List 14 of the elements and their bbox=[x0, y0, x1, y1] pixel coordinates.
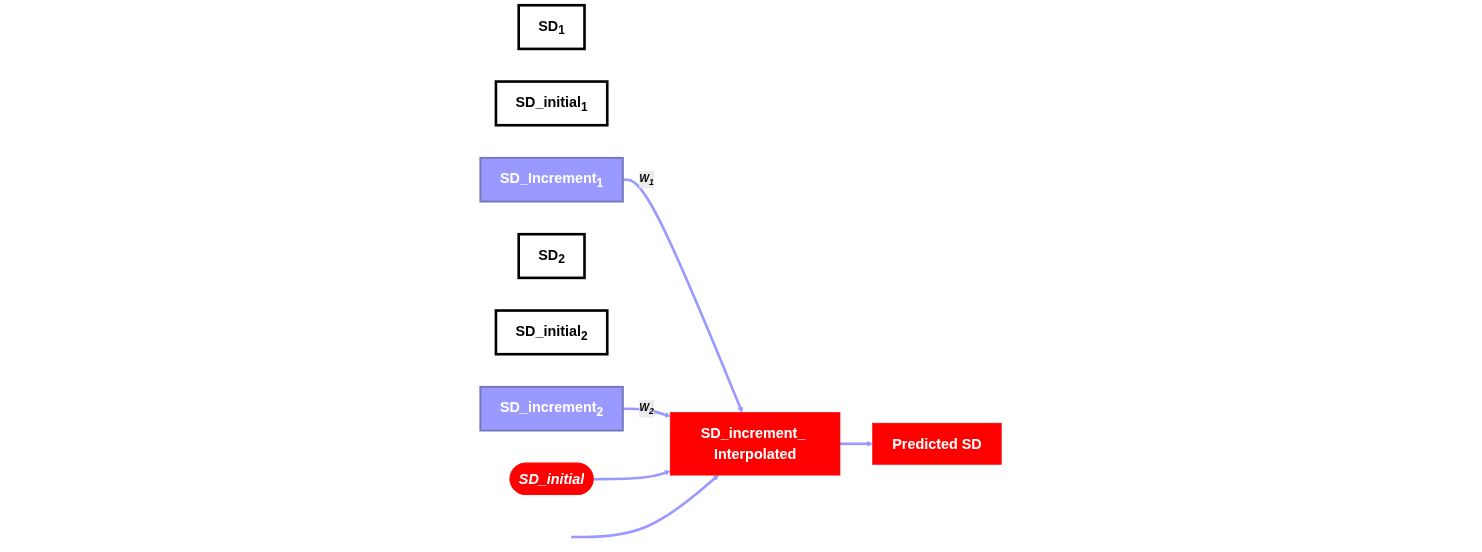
node-box: SD_increment_ Interpolated bbox=[670, 412, 841, 476]
node-box: SD_Increment$_{1}$ bbox=[479, 156, 624, 203]
node-box: SD_increment$_{2}$ bbox=[479, 385, 624, 432]
arrow bbox=[571, 474, 720, 539]
edge-label: W$_{2}$ bbox=[639, 401, 655, 416]
node-box: Predicted SD bbox=[872, 422, 1002, 465]
node-box: SD_initial$_{1}$ bbox=[494, 80, 609, 127]
arrow bbox=[593, 470, 671, 481]
node-box: SD$_{1}$ bbox=[517, 3, 586, 51]
arrow bbox=[840, 440, 874, 447]
edge-label: W$_{1}$ bbox=[639, 172, 655, 187]
node-box: SD_initial$_{2}$ bbox=[494, 309, 609, 356]
node-box: SD$_{2}$ bbox=[517, 232, 586, 280]
arrow bbox=[623, 178, 744, 413]
